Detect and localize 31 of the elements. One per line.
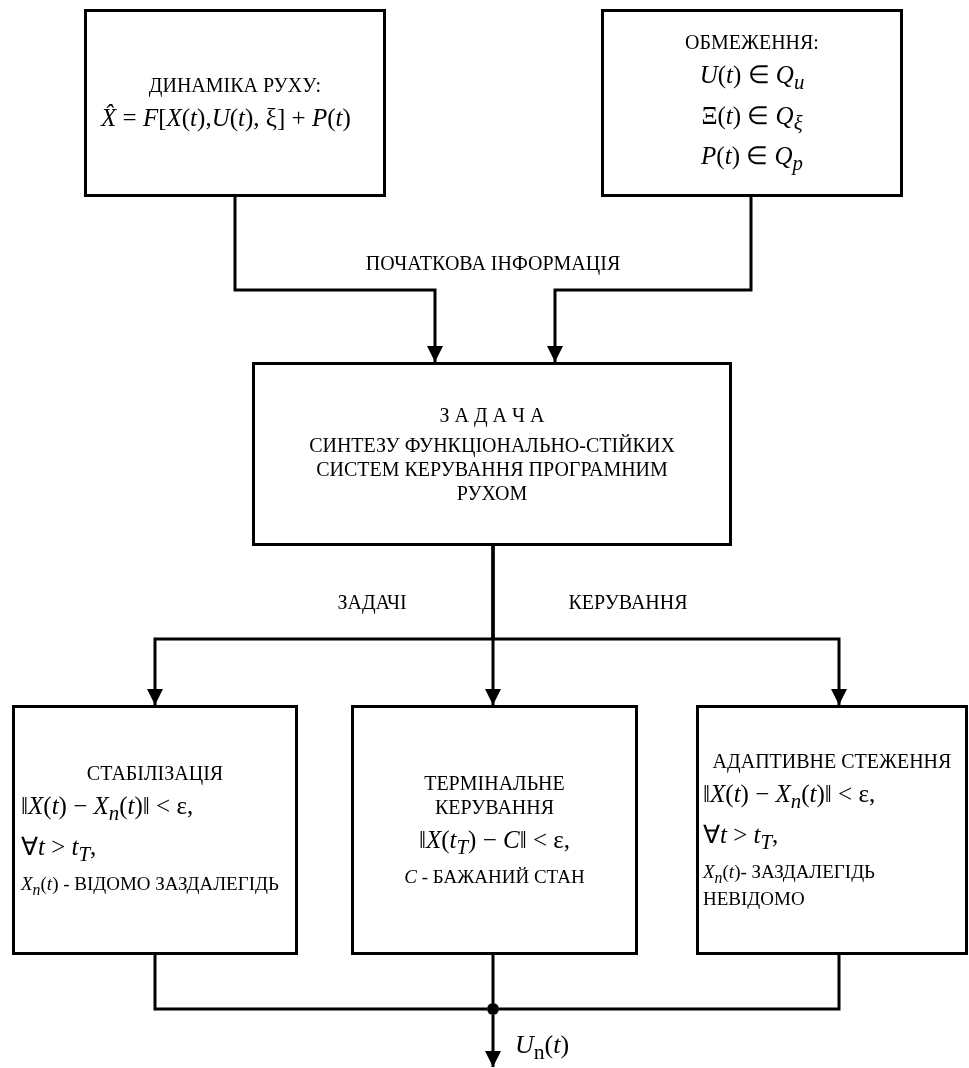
process-box: [601, 9, 903, 197]
box-title: ДИНАМІКА РУХУ:: [147, 73, 323, 97]
formula-text: X̂ = F[X(t),U(t), ξ] + P(t): [101, 103, 352, 133]
process-box: [252, 362, 732, 546]
box-title: ОБМЕЖЕННЯ:: [684, 29, 820, 54]
formula-text: X$_{n}$(t)- ЗАЗДАЛЕГІДЬ НЕВІДОМО: [703, 861, 877, 911]
formula-text: X$_{n}$(t) - ВІДОМО ЗАЗДАЛЕГІДЬ: [21, 872, 280, 900]
signal-label: U$_{n}$(t): [515, 1030, 570, 1066]
formula-text: ‖X(t$_{T}$) − C‖ < ε,: [417, 825, 572, 861]
connector-arrow: [485, 1015, 501, 1067]
formula-text: Ξ(t) ∈ Q$_{ξ}$: [700, 100, 804, 136]
process-box: [351, 705, 638, 955]
box-title: ТЕРМІНАЛЬНЕ КЕРУВАННЯ: [423, 771, 566, 820]
box-title: АДАПТИВНЕ СТЕЖЕННЯ: [711, 749, 953, 774]
formula-text: ‖X(t) − X$_{n}$(t)‖ < ε,: [703, 779, 877, 815]
junction-dot: [487, 1003, 499, 1015]
connector-arrow: [233, 197, 443, 362]
process-box: [696, 705, 968, 955]
connector-arrow: [491, 546, 847, 705]
formula-text: ∀t > t$_{T}$,: [703, 820, 780, 856]
connector-arrow: [547, 197, 753, 362]
formula-text: СИНТЕЗУ ФУНКЦІОНАЛЬНО-СТІЙКИХ СИСТЕМ КЕРУВАННЯ ПРОГРАМНИМ РУХОМ: [308, 433, 676, 505]
formula-text: P(t) ∈ Q$_{p}$: [700, 141, 804, 177]
process-box: [12, 705, 298, 955]
box-title: СТАБІЛІЗАЦІЯ: [85, 760, 225, 785]
formula-text: U(t) ∈ Q$_{u}$: [698, 59, 806, 95]
formula-text: C - БАЖАНИЙ СТАН: [403, 866, 586, 889]
process-box: [84, 9, 386, 197]
box-title: З А Д А Ч А: [438, 403, 546, 427]
formula-text: ‖X(t) − X$_{n}$(t)‖ < ε,: [21, 790, 195, 826]
formula-text: ∀t > t$_{T}$,: [21, 831, 98, 867]
